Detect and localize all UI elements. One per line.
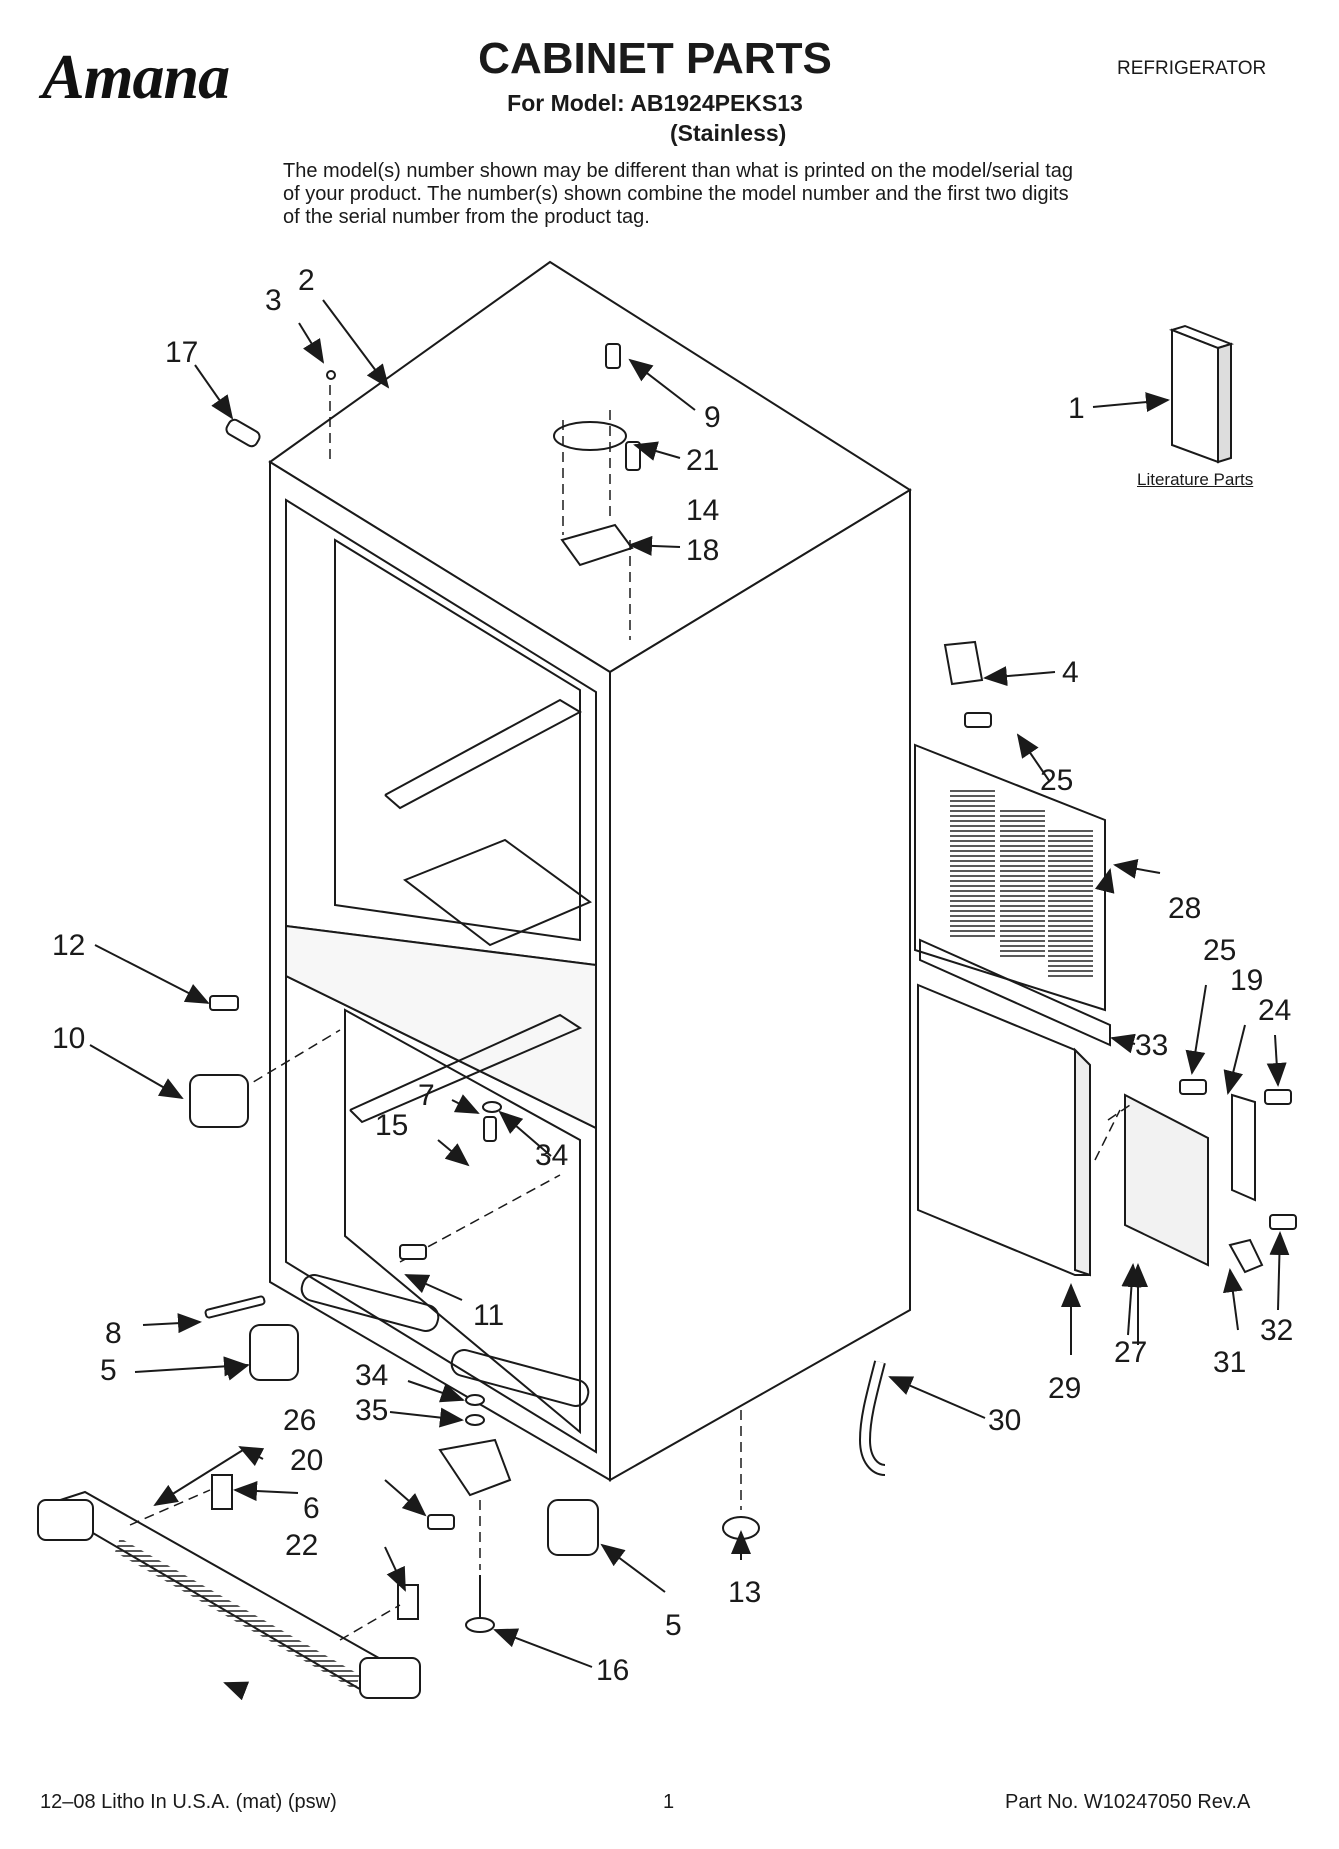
leader-arrows [89, 299, 1290, 1701]
callout-30: 30 [988, 1404, 1021, 1437]
callout-26: 26 [283, 1404, 316, 1437]
callout-8: 8 [105, 1317, 122, 1350]
callout-21: 21 [686, 444, 719, 477]
callout-7: 7 [418, 1079, 435, 1112]
callout-34: 34 [535, 1139, 568, 1172]
page-title: CABINET PARTS [478, 34, 832, 83]
callout-33: 33 [1135, 1029, 1168, 1062]
callout-27: 27 [1114, 1336, 1147, 1369]
model-variant: (Stainless) [670, 120, 787, 146]
cabinet-drawing [37, 260, 1235, 1699]
model-line: For Model: AB1924PEKS13 [507, 90, 803, 116]
callout-31: 31 [1213, 1346, 1246, 1379]
callout-10: 10 [52, 1022, 85, 1055]
callout-20: 20 [290, 1444, 323, 1477]
callout-17: 17 [165, 336, 198, 369]
footer-page-number: 1 [663, 1791, 675, 1813]
callout-11: 11 [473, 1299, 504, 1332]
callout-32: 32 [1260, 1314, 1293, 1347]
footer-print-info: 12–08 Litho In U.S.A. (mat) (psw) [40, 1791, 337, 1813]
callout-4: 4 [1062, 656, 1079, 689]
callout-34: 34 [355, 1359, 388, 1392]
callout-29: 29 [1048, 1372, 1081, 1405]
callout-28: 28 [1168, 892, 1201, 925]
callout-1: 1 [1068, 392, 1085, 425]
amana-logo: Amana [42, 41, 230, 112]
callout-18: 18 [686, 534, 719, 567]
callout-3: 3 [265, 284, 282, 317]
callout-25: 25 [1040, 764, 1073, 797]
callout-numbers: 1234556789101112131415161718192021222425… [52, 264, 1293, 1687]
callout-5: 5 [100, 1354, 117, 1387]
callout-2: 2 [298, 264, 315, 297]
footer-part-number: Part No. W10247050 Rev.A [1005, 1791, 1251, 1813]
model-notice: The model(s) number shown may be differe… [283, 160, 1074, 228]
callout-9: 9 [704, 401, 721, 434]
callout-35: 35 [355, 1394, 388, 1427]
callout-6: 6 [303, 1492, 320, 1525]
literature-parts-label: Literature Parts [1137, 470, 1254, 489]
callout-15: 15 [375, 1109, 408, 1142]
callout-22: 22 [285, 1529, 318, 1562]
callout-16: 16 [596, 1654, 629, 1687]
callout-24: 24 [1258, 994, 1291, 1027]
callout-12: 12 [52, 929, 85, 962]
product-category: REFRIGERATOR [1117, 58, 1267, 79]
hardware-screws [189, 343, 1297, 1530]
callout-19: 19 [1230, 964, 1263, 997]
callout-5: 5 [665, 1609, 682, 1642]
callout-25: 25 [1203, 934, 1236, 967]
callout-14: 14 [686, 494, 719, 527]
callout-13: 13 [728, 1576, 761, 1609]
